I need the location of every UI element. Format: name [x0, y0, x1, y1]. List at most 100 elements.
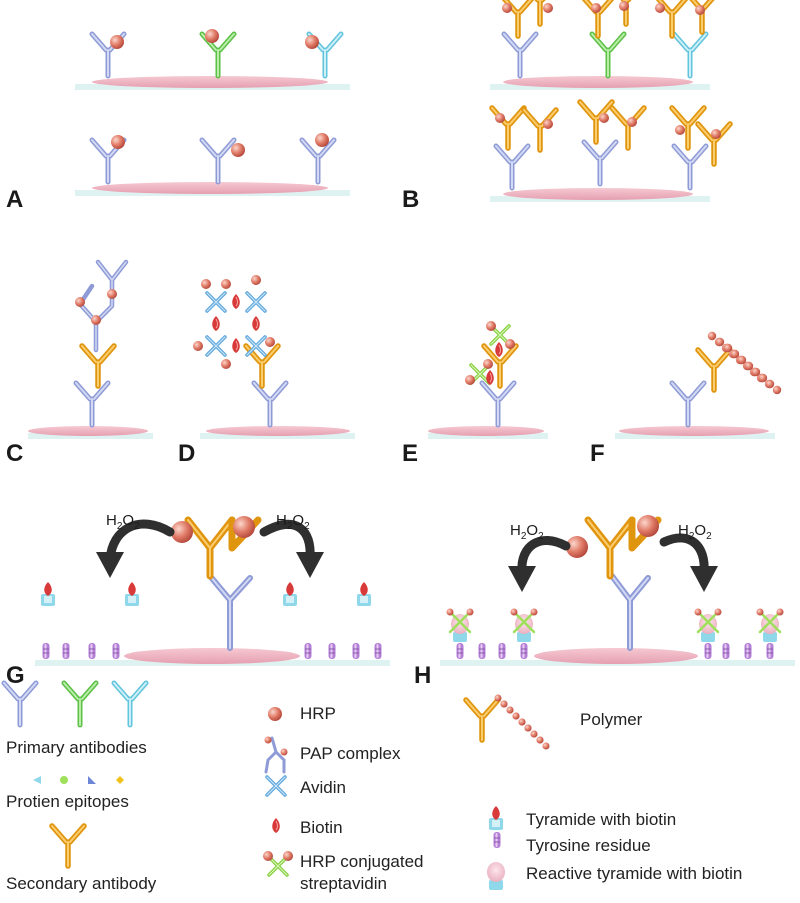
- primary-antibody: [76, 383, 108, 425]
- primary-antibody: [254, 383, 286, 425]
- h2o2-label: H2O2: [106, 512, 140, 532]
- hrp: [315, 133, 329, 147]
- polymer-bead: [506, 706, 514, 714]
- reactive-tyramide: [755, 607, 785, 644]
- pap-complex-icon: [264, 736, 288, 774]
- hrp: [486, 321, 496, 331]
- pap-complex: [75, 259, 129, 353]
- hrp: [695, 5, 705, 15]
- reactive-tyramide: [509, 607, 539, 644]
- tyramide-biotin: [357, 582, 371, 606]
- legend-primary-antibodies: Primary antibodies: [6, 738, 147, 757]
- biotin: [494, 341, 504, 358]
- avidin-biotin-complex: [193, 275, 275, 369]
- hrp: [711, 129, 721, 139]
- tissue: [619, 426, 769, 436]
- hrp: [599, 113, 609, 123]
- secondary-antibody: [580, 102, 612, 142]
- polymer-bead: [707, 331, 717, 341]
- hrp: [502, 3, 512, 13]
- secondary-antibody: [492, 108, 524, 148]
- primary-antibody: [504, 34, 536, 76]
- curved-arrow-right: [659, 533, 718, 592]
- slide-a-bottom: [75, 182, 350, 196]
- primary-antibody-icon: [114, 683, 146, 725]
- hrp: [483, 359, 493, 369]
- panel-label-g: G: [6, 662, 25, 689]
- primary-antibody: [592, 34, 624, 76]
- primary-antibody: [202, 140, 234, 182]
- polymer-bead: [765, 379, 775, 389]
- polymer-bead: [730, 349, 740, 359]
- hrp: [110, 35, 124, 49]
- legend-hrp-streptavidin-1: HRP conjugated: [300, 852, 424, 871]
- polymer-bead: [542, 742, 550, 750]
- primary-antibody-icon: [64, 683, 96, 725]
- hrp: [205, 29, 219, 43]
- hrp: [505, 339, 515, 349]
- reactive-tyramide: [445, 607, 475, 644]
- tissue: [124, 648, 300, 664]
- panel-label-a: A: [6, 186, 24, 213]
- legend-tyramide-biotin: Tyramide with biotin: [526, 810, 677, 829]
- h2o2-label: H2O2: [678, 522, 712, 542]
- tissue: [503, 188, 693, 200]
- polymer-bead: [751, 367, 761, 377]
- polymer-bead: [536, 736, 544, 744]
- curved-arrow-left: [508, 536, 571, 592]
- panel-a: [75, 29, 350, 196]
- reactive-tyramide-icon: [487, 862, 505, 890]
- primary-antibody: [672, 383, 704, 425]
- curved-arrow-left: [96, 519, 175, 578]
- panel-h: [440, 515, 795, 666]
- tissue: [428, 426, 544, 436]
- hrp: [543, 3, 553, 13]
- hrp: [591, 3, 601, 13]
- hrp: [231, 143, 245, 157]
- avidin-icon: [265, 775, 287, 797]
- legend-polymer: Polymer: [580, 710, 643, 729]
- hrp: [305, 35, 319, 49]
- hrp: [627, 117, 637, 127]
- polymer-bead: [500, 700, 508, 708]
- hrp: [495, 113, 505, 123]
- panel-label-d: D: [178, 440, 196, 467]
- tyrosine-icon: [493, 831, 501, 849]
- legend-avidin: Avidin: [300, 778, 346, 797]
- h2o2-label: H2O2: [510, 522, 544, 542]
- polymer-bead: [737, 355, 747, 365]
- polymer-icon: [466, 694, 550, 750]
- legend-icons: [4, 683, 550, 890]
- polymer-bead: [744, 361, 754, 371]
- hrp: [465, 375, 475, 385]
- tissue: [28, 426, 148, 436]
- panel-label-e: E: [402, 440, 419, 467]
- polymer-bead: [518, 718, 526, 726]
- reactive-tyramide: [693, 607, 723, 644]
- slide: [428, 433, 548, 439]
- legend-reactive-tyramide: Reactive tyramide with biotin: [526, 864, 743, 883]
- epitope-icons: [33, 776, 124, 784]
- polymer-bead: [524, 724, 532, 732]
- panel-b: [490, 0, 730, 202]
- panel-g: [35, 516, 390, 666]
- hrp-icon: [268, 707, 282, 721]
- polymer-bead: [758, 373, 768, 383]
- hrp-streptavidin-icon: [263, 851, 293, 877]
- tyramide-biotin: [125, 582, 139, 606]
- secondary-antibody-icon: [52, 826, 84, 866]
- primary-antibody: [584, 142, 616, 184]
- primary-antibody: [302, 140, 334, 182]
- hrp: [619, 1, 629, 11]
- polymer-bead: [512, 712, 520, 720]
- tissue: [206, 426, 350, 436]
- legend-hrp: HRP: [300, 704, 336, 723]
- biotin-icon: [271, 817, 281, 834]
- slide-a-top: [75, 76, 350, 90]
- hrp: [111, 135, 125, 149]
- h2o2-label: H2O2: [276, 512, 310, 532]
- polymer-bead: [494, 694, 502, 702]
- panel-d: [193, 275, 355, 439]
- panel-e: [428, 321, 548, 439]
